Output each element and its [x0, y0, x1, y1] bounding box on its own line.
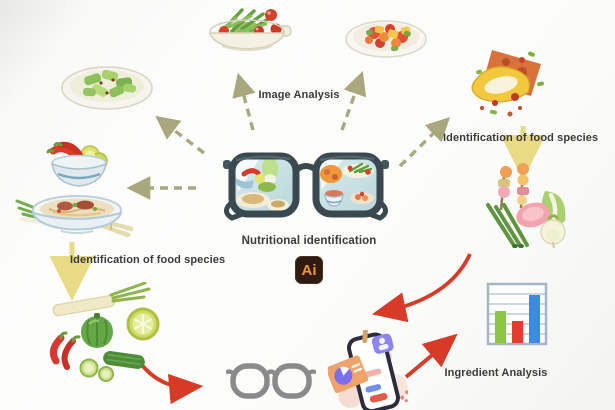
- noodle-soup-bowl: [15, 195, 133, 238]
- ai-app-icon: Ai: [295, 256, 323, 284]
- smart-glasses-with-food-lenses: [223, 152, 389, 221]
- dashed-arrow-to-green-bean-bowl: [232, 72, 256, 131]
- dashed-arrow-to-taco: [398, 117, 451, 168]
- chili-lime-bowl: [46, 141, 108, 187]
- dashed-arrow-to-stir-fry: [340, 70, 367, 131]
- label-food-species-right: Identification of food species: [443, 132, 599, 144]
- red-arrow-veg-to-phone: [371, 253, 472, 323]
- taco-wrap: [471, 50, 544, 117]
- stir-fry-plate: [345, 20, 427, 58]
- label-food-species-left: Identification of food species: [70, 254, 226, 266]
- skewers-and-vegetables: [486, 163, 566, 248]
- bar-chart: [486, 282, 548, 346]
- label-nutritional-identification: Nutritional identification: [241, 235, 377, 247]
- vegetable-group: [49, 282, 160, 382]
- green-bean-salad-bowl: [209, 8, 292, 51]
- cucumber-salad-plate: [61, 66, 153, 110]
- label-ingredient-analysis: Ingredient Analysis: [444, 367, 548, 379]
- bar-red: [512, 321, 523, 343]
- red-arrow-phone-to-chart: [404, 333, 458, 379]
- dashed-arrow-to-cucumber-plate: [155, 115, 206, 155]
- simple-glasses: [226, 363, 316, 399]
- bar-green: [495, 311, 506, 343]
- ai-app-icon-text: Ai: [301, 261, 317, 279]
- bar-blue: [529, 295, 540, 343]
- label-image-analysis: Image Analysis: [258, 89, 340, 101]
- phone-nutrition-app: [328, 330, 408, 410]
